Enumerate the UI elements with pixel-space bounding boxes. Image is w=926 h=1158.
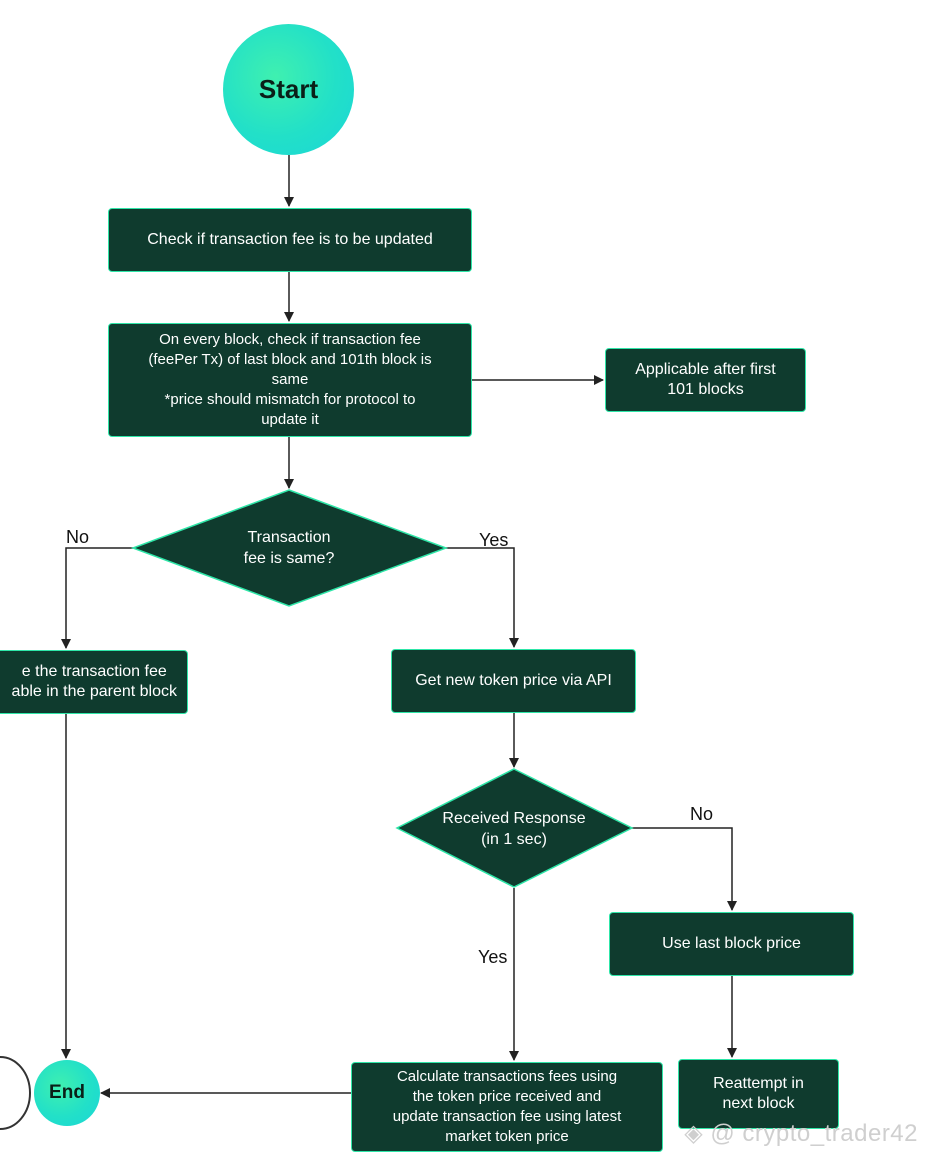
edge-label-yes-response: Yes [478,947,508,967]
applicable-note-box: Applicable after first 101 blocks [605,348,806,412]
use-parent-fee-box: e the transaction fee able in the parent… [0,650,188,714]
get-token-price-box: Get new token price via API [391,649,636,713]
use-last-price-box: Use last block price [609,912,854,976]
fee-same-diamond [130,489,449,607]
arrow-no-to-parent [61,547,133,649]
edge-label-yes-fee: Yes [479,530,509,550]
response-diamond [395,768,634,888]
arrow-yes-to-get-price [446,547,519,648]
watermark: ◈ @ crypto_trader42 [684,1119,918,1148]
end-node: End [34,1060,100,1126]
response-decision-label: Received Response (in 1 sec) [442,810,586,848]
every-block-check-box: On every block, check if transaction fee… [108,323,472,437]
edge-label-no-response: No [690,804,714,824]
edge-label-no-fee: No [66,527,90,547]
partial-circle-edge [0,1056,31,1130]
arrow-no-to-last-price [632,827,737,911]
diamond-logo-icon: ◈ [684,1120,704,1147]
calculate-fee-box: Calculate transactions fees using the to… [351,1062,663,1152]
start-node: Start [223,24,354,155]
watermark-text: @ crypto_trader42 [710,1120,918,1147]
check-fee-update-box: Check if transaction fee is to be update… [108,208,472,272]
fee-same-decision-label: Transaction fee is same? [243,529,335,567]
reattempt-box: Reattempt in next block [678,1059,839,1129]
